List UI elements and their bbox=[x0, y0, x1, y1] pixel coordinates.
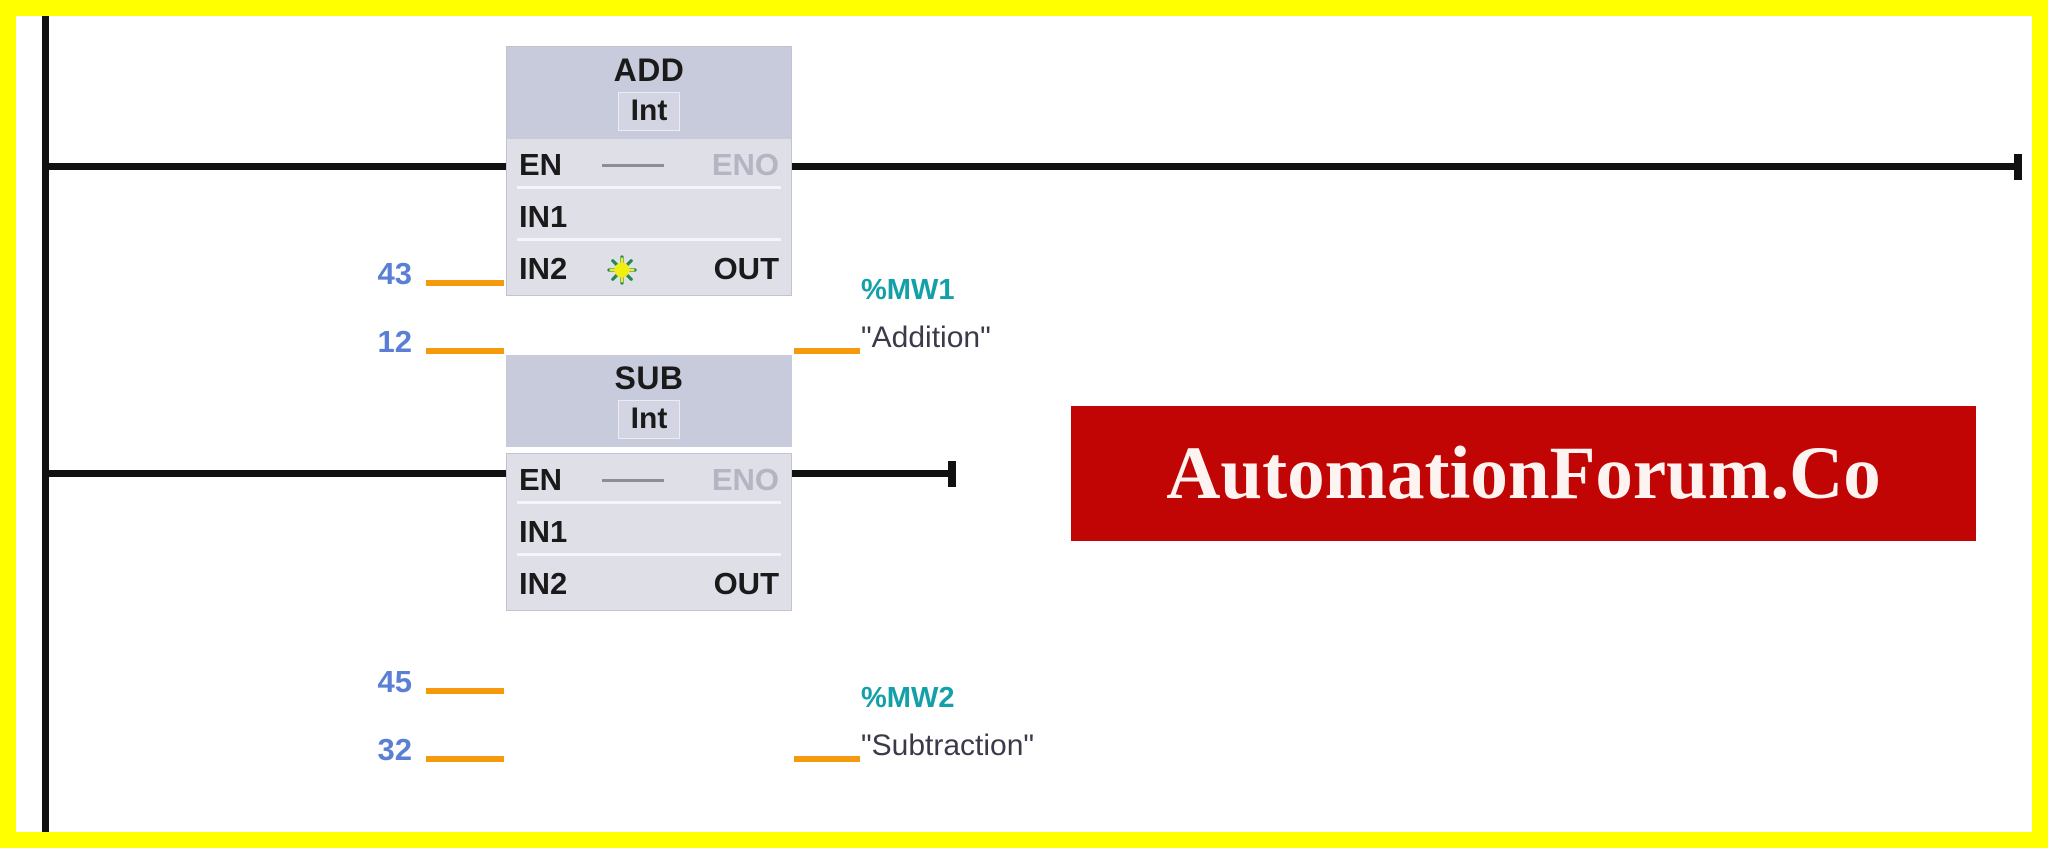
operand-add-in2[interactable]: 12 bbox=[377, 324, 412, 359]
function-block-sub-name: SUB bbox=[614, 360, 684, 396]
output-tag-add[interactable]: "Addition" bbox=[861, 321, 991, 354]
function-block-add-datatype[interactable]: Int bbox=[617, 92, 681, 132]
row-separator bbox=[517, 553, 781, 556]
output-lead-sub bbox=[794, 756, 860, 762]
operand-lead-add-in2 bbox=[426, 348, 504, 354]
pin-en-sub[interactable]: EN bbox=[519, 462, 563, 497]
row-separator bbox=[517, 501, 781, 504]
operand-sub-in1[interactable]: 45 bbox=[377, 664, 412, 699]
function-block-sub-row-in2: IN2 OUT bbox=[507, 558, 791, 610]
function-block-sub-datatype[interactable]: Int bbox=[617, 400, 681, 440]
function-block-sub[interactable]: SUB Int EN ENO IN1 IN2 OUT bbox=[506, 355, 792, 611]
operand-lead-sub-in2 bbox=[426, 756, 504, 762]
function-block-sub-body: EN ENO IN1 IN2 OUT bbox=[507, 454, 791, 610]
asterisk-icon[interactable] bbox=[607, 255, 637, 285]
pin-in1-add[interactable]: IN1 bbox=[519, 199, 568, 235]
watermark-banner: AutomationForum.Co bbox=[1071, 406, 1976, 541]
rung-end-cap-add bbox=[2014, 154, 2022, 180]
row-separator bbox=[517, 186, 781, 190]
operand-add-in1[interactable]: 43 bbox=[377, 256, 412, 291]
output-tag-sub[interactable]: "Subtraction" bbox=[861, 729, 1035, 762]
function-block-sub-header: SUB Int bbox=[506, 355, 792, 448]
operand-sub-in2[interactable]: 32 bbox=[377, 732, 412, 767]
output-address-add[interactable]: %MW1 bbox=[861, 274, 955, 306]
function-block-add-row-in2: IN2 bbox=[507, 243, 791, 295]
function-block-add-name: ADD bbox=[613, 52, 685, 88]
pin-in2-add[interactable]: IN2 bbox=[519, 251, 568, 287]
eno-connector-dash-add bbox=[602, 164, 664, 168]
pin-eno-add[interactable]: ENO bbox=[711, 147, 779, 183]
operand-lead-add-in1 bbox=[426, 280, 504, 286]
operand-lead-sub-in1 bbox=[426, 688, 504, 694]
function-block-sub-row-en: EN ENO bbox=[507, 454, 791, 506]
output-address-sub[interactable]: %MW2 bbox=[861, 682, 955, 714]
rung-wire-add-en bbox=[46, 163, 508, 170]
watermark-text: AutomationForum.Co bbox=[1166, 431, 1881, 515]
pin-en-add[interactable]: EN bbox=[519, 147, 563, 183]
power-rail-left bbox=[42, 16, 49, 832]
function-block-sub-row-in1: IN1 bbox=[507, 506, 791, 558]
function-block-add[interactable]: ADD Int EN ENO IN1 IN2 bbox=[506, 46, 792, 297]
pin-eno-sub[interactable]: ENO bbox=[711, 462, 779, 497]
rung-wire-sub-eno bbox=[791, 470, 956, 477]
rung-wire-add-eno bbox=[791, 163, 2022, 170]
rung-end-cap-sub bbox=[948, 461, 956, 487]
function-block-add-body: EN ENO IN1 IN2 bbox=[507, 139, 791, 295]
pin-in1-sub[interactable]: IN1 bbox=[519, 514, 568, 549]
output-lead-add bbox=[794, 348, 860, 354]
pin-out-sub[interactable]: OUT bbox=[713, 566, 779, 601]
rung-wire-sub-en bbox=[46, 470, 508, 477]
pin-in2-sub[interactable]: IN2 bbox=[519, 566, 568, 601]
function-block-add-row-en: EN ENO bbox=[507, 139, 791, 191]
eno-connector-dash-sub bbox=[602, 479, 664, 482]
function-block-add-header: ADD Int bbox=[507, 47, 791, 140]
function-block-add-row-in1: IN1 bbox=[507, 191, 791, 243]
pin-out-add[interactable]: OUT bbox=[713, 251, 779, 287]
row-separator bbox=[517, 238, 781, 242]
